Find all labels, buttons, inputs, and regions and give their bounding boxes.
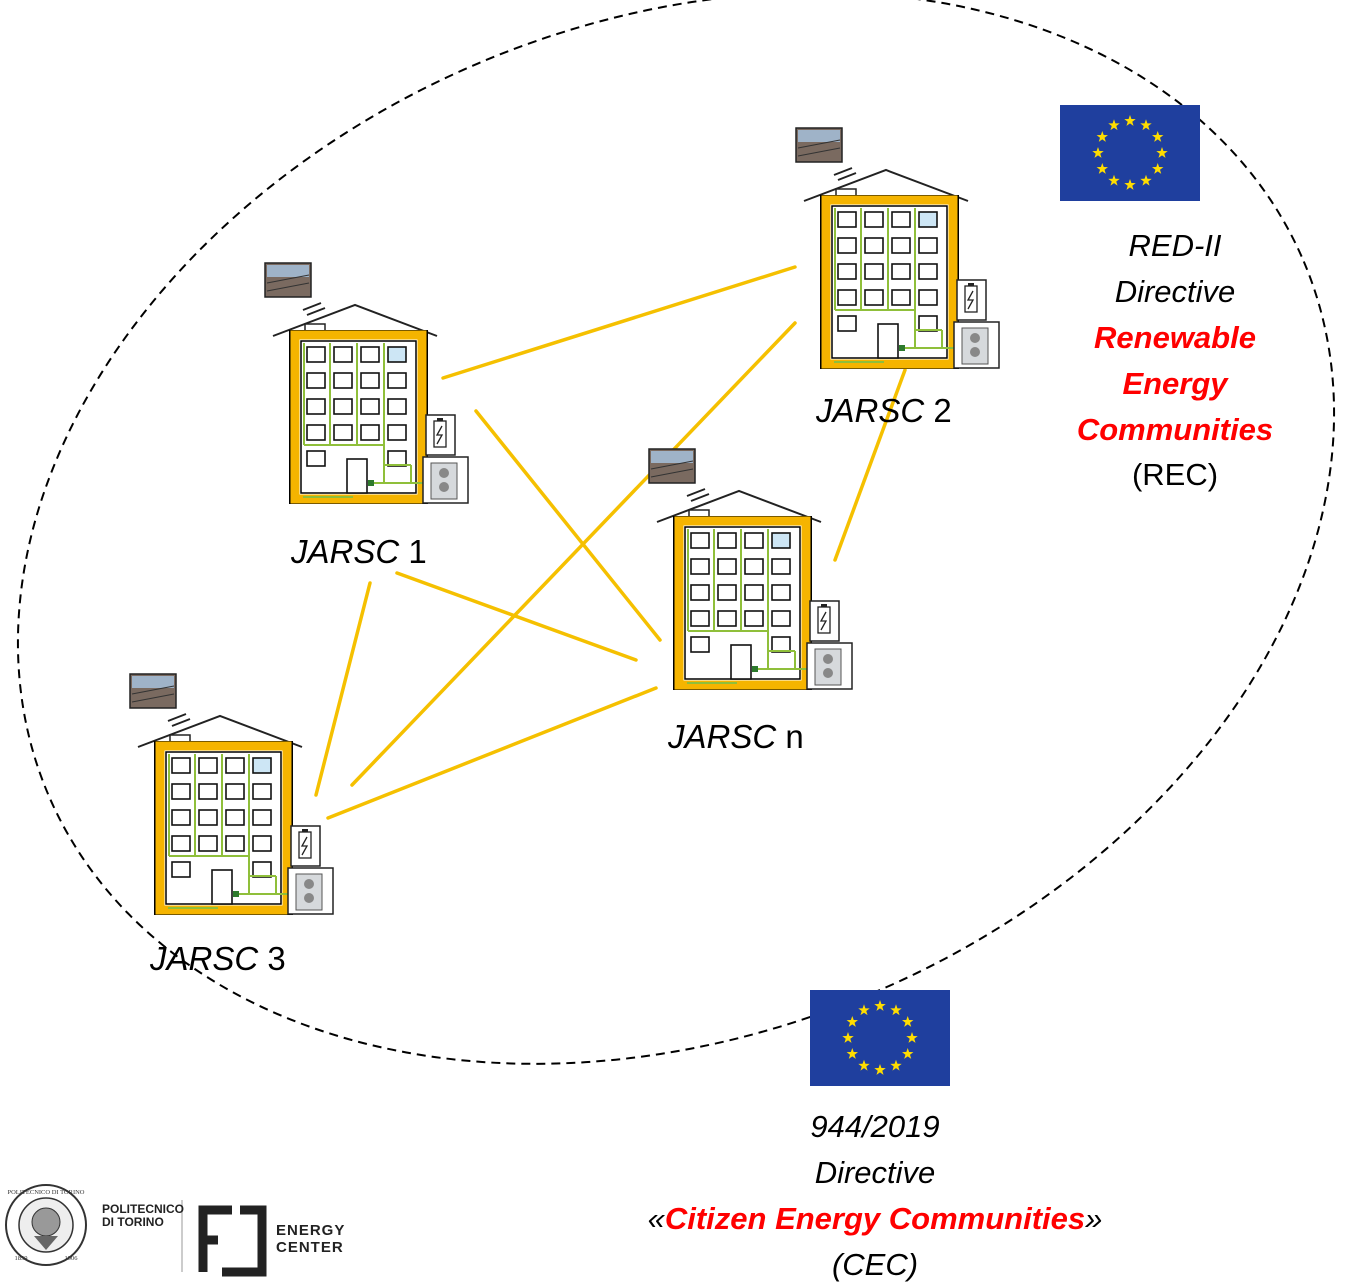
eu-star-icon — [858, 1004, 870, 1016]
building-jarsc-n — [649, 449, 852, 689]
eu-star-icon — [1152, 163, 1164, 174]
eu-flag-cec-icon — [810, 990, 950, 1086]
eu-star-icon — [890, 1059, 902, 1071]
cec-directive-text: 944/2019 Directive «Citizen Energy Commu… — [560, 1104, 1190, 1288]
cec-directive-line1: 944/2019 — [810, 1109, 940, 1144]
polito-name-line1: POLITECNICO — [102, 1202, 185, 1216]
label-jarsc-1: JARSC 1 — [291, 533, 427, 571]
energy-center-line1: ENERGY — [276, 1222, 346, 1239]
label-jarsc-2-num: 2 — [924, 392, 952, 429]
connection-1-n-b — [395, 571, 638, 662]
polito-name-line2: DI TORINO — [102, 1215, 164, 1229]
energy-center-logo — [198, 1205, 267, 1277]
energy-center-line2: CENTER — [276, 1239, 344, 1256]
eu-star-icon — [1152, 131, 1164, 142]
eu-star-icon — [1108, 119, 1120, 131]
polito-seal-year-left: 1859 — [15, 1255, 28, 1262]
connection-3-n — [326, 686, 658, 820]
red-directive-line1: RED-II — [1128, 228, 1222, 263]
building-jarsc-1 — [265, 263, 468, 503]
eu-star-icon — [1140, 119, 1152, 131]
connection-1-3 — [314, 581, 372, 797]
eu-star-icon — [874, 1064, 886, 1075]
building-jarsc-3 — [130, 674, 333, 914]
eu-star-icon — [1096, 131, 1108, 142]
eu-star-icon — [874, 1000, 886, 1011]
eu-star-icon — [846, 1016, 858, 1027]
eu-star-icon — [902, 1016, 914, 1027]
red-directive-line2: Directive — [1114, 273, 1236, 309]
label-jarsc-n-name: JARSC — [668, 718, 777, 755]
polito-seal-year-right: 1906 — [65, 1255, 79, 1262]
label-jarsc-n: JARSC n — [668, 718, 804, 756]
eu-star-icon — [1108, 174, 1120, 186]
label-jarsc-3-name: JARSC — [150, 940, 259, 977]
red-directive-highlight-3: Communities — [1076, 411, 1274, 447]
eu-star-icon — [1140, 174, 1152, 186]
eu-star-icon — [1096, 163, 1108, 174]
red-directive-highlight-1: Renewable — [1094, 319, 1256, 355]
connection-1-2 — [441, 265, 797, 380]
eu-star-icon — [842, 1032, 854, 1043]
eu-star-icon — [890, 1004, 902, 1016]
eu-star-icon — [1156, 147, 1168, 158]
label-jarsc-1-name: JARSC — [291, 533, 400, 570]
energy-connections — [314, 265, 907, 820]
polito-name: POLITECNICO DI TORINO — [102, 1203, 184, 1229]
cec-close-quote: » — [1085, 1200, 1103, 1236]
label-jarsc-2: JARSC 2 — [816, 392, 952, 430]
building-jarsc-2 — [796, 128, 999, 368]
connection-2-n — [833, 368, 907, 562]
eu-star-icon — [1124, 115, 1136, 126]
connection-1-n — [474, 409, 662, 642]
label-jarsc-3: JARSC 3 — [150, 940, 286, 978]
cec-directive-line2: Directive — [814, 1154, 936, 1190]
red-directive-abbr: (REC) — [1131, 457, 1219, 493]
cec-open-quote: « — [647, 1200, 665, 1236]
label-jarsc-1-num: 1 — [399, 533, 427, 570]
eu-star-icon — [1092, 147, 1104, 158]
red-directive-text: RED-II Directive Renewable Energy Commun… — [1040, 223, 1310, 498]
eu-star-icon — [902, 1048, 914, 1059]
polito-seal-logo — [5, 1184, 87, 1266]
eu-flag-red-icon — [1060, 105, 1200, 201]
polito-seal-text: POLITECNICO DI TORINO — [7, 1189, 84, 1196]
label-jarsc-n-num: n — [776, 718, 804, 755]
energy-center-name: ENERGY CENTER — [276, 1222, 345, 1256]
label-jarsc-3-num: 3 — [258, 940, 286, 977]
label-jarsc-2-name: JARSC — [816, 392, 925, 429]
connection-2-3 — [350, 321, 797, 787]
cec-directive-abbr: (CEC) — [831, 1246, 919, 1282]
eu-star-icon — [846, 1048, 858, 1059]
eu-star-icon — [1124, 179, 1136, 190]
red-directive-highlight-2: Energy — [1122, 365, 1228, 401]
eu-star-icon — [858, 1059, 870, 1071]
eu-star-icon — [906, 1032, 918, 1043]
cec-directive-highlight: Citizen Energy Communities — [664, 1200, 1086, 1236]
